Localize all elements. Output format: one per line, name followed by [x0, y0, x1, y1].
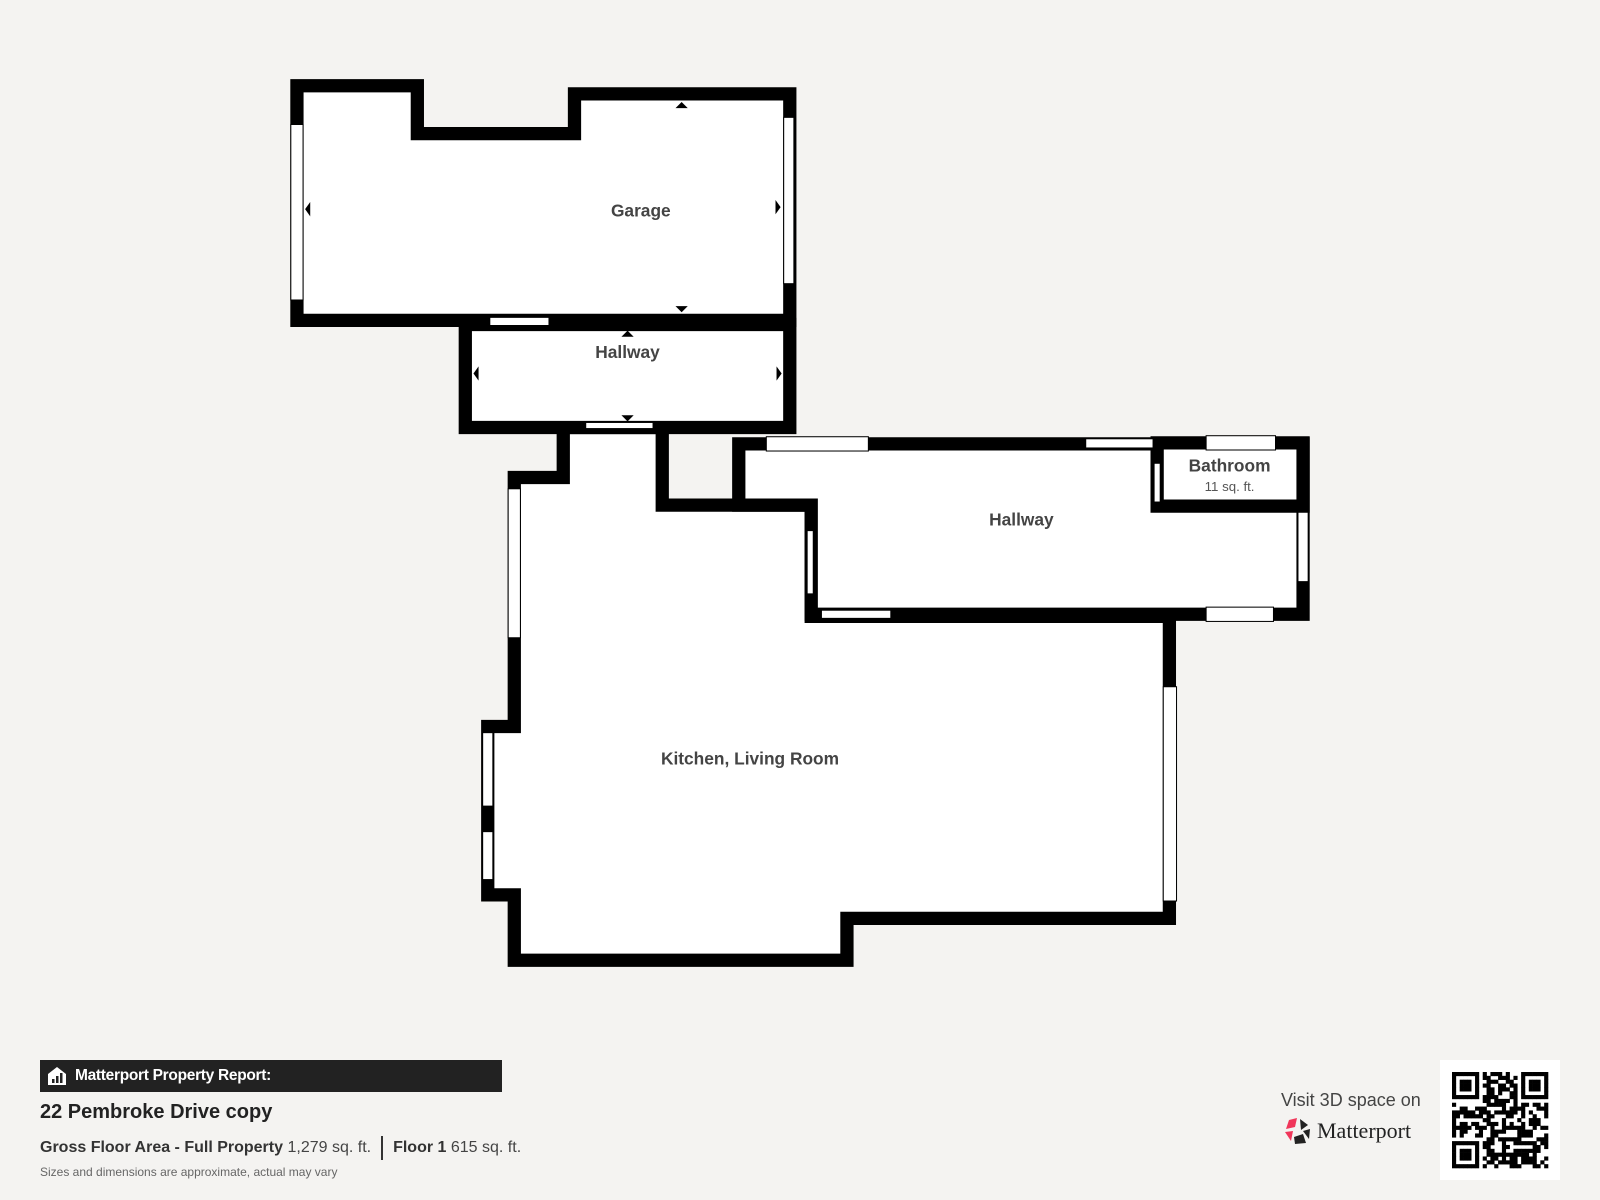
floor-label: Floor 1 [393, 1139, 447, 1156]
area-stats: Gross Floor Area - Full Property 1,279 s… [40, 1136, 521, 1160]
arrow-down-icon [621, 415, 634, 422]
floor-area-value: 615 sq. ft. [450, 1139, 522, 1156]
visit-text: Visit 3D space on [1281, 1090, 1421, 1110]
window [482, 732, 494, 807]
door [1085, 438, 1154, 449]
matterport-brand: Matterport [1317, 1118, 1412, 1143]
door [489, 316, 550, 327]
window [806, 530, 814, 595]
window [507, 488, 521, 639]
arrow-right-icon [776, 366, 782, 381]
window [290, 123, 304, 301]
arrow-right-icon [775, 200, 781, 215]
arrow-down-icon [675, 306, 688, 313]
report-header-text: Matterport Property Report: [75, 1067, 271, 1084]
rooms [290, 79, 1310, 967]
window [1153, 462, 1161, 503]
report-header: Matterport Property Report: [40, 1060, 502, 1092]
window [765, 436, 869, 452]
disclaimer: Sizes and dimensions are approximate, ac… [40, 1165, 338, 1179]
room-garage[interactable] [290, 79, 797, 328]
room-label-garage: Garage [611, 200, 671, 220]
gross-area-label: Gross Floor Area - Full Property [40, 1139, 284, 1156]
room-area-bathroom: 11 sq. ft. [1205, 479, 1255, 494]
property-name: 22 Pembroke Drive copy [40, 1101, 273, 1123]
room-label-bathroom: Bathroom [1189, 455, 1271, 475]
windows-doors [290, 116, 1309, 902]
window [482, 831, 494, 881]
room-label-hallway: Hallway [595, 342, 660, 362]
divider [381, 1136, 384, 1160]
qr-code [1452, 1072, 1549, 1169]
room-label-kitchen-living: Kitchen, Living Room [661, 748, 839, 768]
window [1162, 686, 1178, 902]
door [585, 421, 654, 430]
window [783, 116, 795, 285]
arrow-up-icon [675, 102, 688, 109]
gross-area-value: 1,279 sq. ft. [287, 1139, 372, 1156]
window [1205, 435, 1277, 451]
window [1205, 606, 1274, 622]
qr-code-icon[interactable] [1440, 1060, 1560, 1180]
arrow-left-icon [473, 366, 479, 381]
window [1297, 511, 1309, 583]
arrow-left-icon [305, 202, 311, 217]
matterport-logo[interactable]: Matterport [1283, 1117, 1411, 1145]
building-chart-icon [48, 1067, 66, 1085]
door [820, 609, 892, 619]
matterport-logo-icon [1285, 1118, 1310, 1144]
room-label-hallway: Hallway [989, 510, 1054, 530]
room-hallway-1[interactable] [458, 317, 797, 435]
dimension-arrows [305, 102, 782, 422]
arrow-up-icon [621, 330, 634, 337]
